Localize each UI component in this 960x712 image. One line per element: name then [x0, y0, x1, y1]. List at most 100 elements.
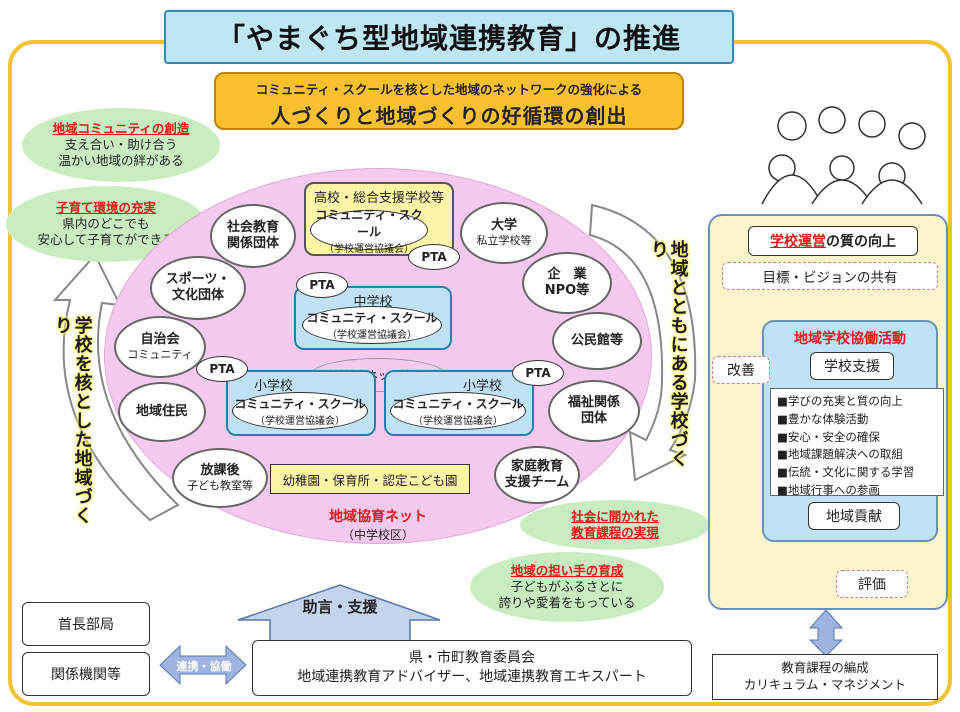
meeting-illustration [754, 98, 930, 206]
oval-line: 支え合い・助け合う [64, 136, 178, 152]
left-arc-text: 学校を核とした地域づくり [51, 316, 93, 525]
circle-residents: 地域住民 [118, 382, 206, 442]
circle-jichikai: 自治会 コミュニティ [114, 316, 206, 378]
circle-line: NPO等 [544, 283, 590, 298]
curriculum-arrow [808, 609, 844, 657]
oval-heading: 子育て環境の充実 [55, 199, 156, 215]
elementary-right-label: 小学校 [462, 379, 502, 394]
oval-line: 誇りや愛着をもっている [498, 595, 636, 611]
mgmt-quality-box: 学校運営 の質の向上 [748, 226, 918, 256]
board-line2: 地域連携教育アドバイザー、地域連携教育エキスパート [297, 669, 647, 685]
oval-line: 子どもがふるさとに [510, 578, 624, 594]
activity-heading: 地域学校協働活動 [794, 331, 906, 347]
right-arc-text: 地域とともにある学校づくり [647, 240, 689, 468]
circle-sports: スポーツ・ 文化団体 [150, 256, 246, 320]
oval-line: 県内のどこでも [62, 215, 150, 231]
council-label: （学校運営協議会） [255, 416, 345, 427]
circle-line: 子ども教室等 [187, 479, 253, 493]
advice-label: 助言・支援 [302, 598, 378, 616]
subtitle-line2: 人づくりと地域づくりの好循環の創出 [270, 104, 628, 128]
circle-afterschool: 放課後 子ども教室等 [172, 448, 268, 508]
circle-line: 放課後 [200, 463, 240, 478]
pta-elem-left: PTA [196, 356, 248, 382]
agencies-box: 関係機関等 [22, 652, 150, 696]
circle-welfare: 福祉関係 団体 [548, 380, 640, 442]
vision-box: 目標・ビジョンの共有 [722, 262, 938, 290]
cooperation-arrow [159, 644, 247, 686]
circle-line: コミュニティ [127, 348, 193, 362]
circle-line: 福祉関係 [567, 394, 620, 410]
community-oval: 地域コミュニティの創造 支え合い・助け合う 温かい地域の絆がある [22, 108, 220, 182]
list-item: ■学びの充実と質の向上 [777, 394, 903, 408]
pta-elem-right: PTA [512, 360, 564, 386]
list-item: ■豊かな体験活動 [777, 411, 869, 426]
circle-line: スポーツ・ [165, 271, 231, 287]
page-title: 「やまぐち型地域連携教育」の推進 [164, 10, 734, 64]
net-name: 地域協育ネット [329, 509, 427, 525]
subtitle-box: コミュニティ・スクールを核とした地域のネットワークの強化による 人づくりと地域づ… [214, 72, 684, 130]
elementary-left-label: 小学校 [254, 379, 294, 394]
circle-line: 企 業 [547, 266, 587, 282]
board-line1: 県・市町教育委員会 [409, 650, 535, 667]
council-label: （学校運営協議会） [324, 243, 414, 255]
cooperation-label: 連携・協働 [176, 660, 232, 673]
circle-line: 自治会 [140, 332, 180, 347]
activity-list: ■学びの充実と質の向上 ■豊かな体験活動 ■安心・安全の確保 ■地域課題解決への… [770, 388, 944, 497]
kindergarten-box: 幼稚園・保育所・認定こども園 [270, 464, 470, 494]
circle-line: 公民館等 [570, 332, 623, 348]
list-item: ■地域行事への参画 [777, 483, 880, 498]
oval-heading: 社会に開かれた [571, 508, 659, 524]
circle-line: 文化団体 [171, 288, 224, 303]
circle-line: 支援チーム [504, 475, 570, 490]
open-curriculum-oval: 社会に開かれた 教育課程の実現 [520, 500, 710, 550]
circle-line: 家庭教育 [510, 458, 563, 474]
curriculum-line2: カリキュラム・マネジメント [743, 677, 907, 692]
pta-middle: PTA [296, 272, 348, 298]
oval-heading: 地域の担い手の育成 [510, 562, 624, 578]
circle-line: 団体 [580, 411, 607, 426]
council-label: （学校運営協議会） [413, 416, 503, 427]
evaluate-box: 評価 [836, 570, 908, 598]
circle-university: 大学 私立学校等 [460, 202, 548, 264]
pta-high: PTA [408, 244, 460, 270]
subtitle-line1: コミュニティ・スクールを核とした地域のネットワークの強化による [255, 82, 643, 97]
mayor-box: 首長部局 [22, 602, 150, 646]
board-box: 県・市町教育委員会 地域連携教育アドバイザー、地域連携教育エキスパート [252, 640, 692, 696]
cs-label: コミュニティ・スクール [234, 397, 366, 411]
oval-line: 安心して子育てができる [37, 232, 175, 248]
mgmt-rest: の質の向上 [826, 234, 896, 250]
circle-line: 私立学校等 [476, 234, 532, 248]
mgmt-red: 学校運営 [770, 234, 826, 250]
circle-line: 大学 [490, 218, 517, 233]
cs-label: コミュニティ・スクール [306, 311, 438, 325]
circle-line: 地域住民 [135, 403, 188, 419]
circle-company: 企 業 NPO等 [522, 252, 612, 314]
curriculum-line1: 教育課程の編成 [781, 660, 869, 676]
high-school-label: 高校・総合支援学校等 [313, 191, 444, 206]
cs-label: コミュニティ・スクール [392, 397, 524, 411]
list-item: ■地域課題解決への取組 [777, 447, 903, 462]
oval-heading: 教育課程の実現 [571, 525, 659, 540]
cs-oval-high: コミュニティ・スクール （学校運営協議会） [310, 208, 428, 255]
circle-line: 社会教育 [226, 219, 279, 235]
oval-line: 温かい地域の絆がある [58, 153, 184, 169]
oval-heading: 地域コミュニティの創造 [52, 120, 190, 136]
circle-line: 関係団体 [226, 236, 279, 251]
curriculum-box: 教育課程の編成 カリキュラム・マネジメント [712, 654, 938, 700]
future-leaders-oval: 地域の担い手の育成 子どもがふるさとに 誇りや愛着をもっている [470, 552, 664, 622]
council-label: （学校運営協議会） [327, 330, 417, 341]
cs-label: コミュニティ・スクール [315, 207, 423, 239]
list-item: ■安心・安全の確保 [777, 429, 880, 444]
cs-oval-elem-right: コミュニティ・スクール （学校運営協議会） [390, 392, 526, 430]
circle-social-education: 社会教育 関係団体 [210, 204, 296, 268]
net-area: （中学校区） [341, 528, 414, 542]
circle-family-support: 家庭教育 支援チーム [494, 446, 580, 504]
cs-oval-middle: コミュニティ・スクール （学校運営協議会） [302, 306, 442, 344]
list-item: ■伝統・文化に関する学習 [777, 465, 915, 480]
improve-box: 改善 [712, 356, 770, 384]
advice-arrow [237, 584, 441, 649]
right-arc-arrow [588, 203, 697, 482]
cs-oval-elem-left: コミュニティ・スクール （学校運営協議会） [232, 392, 368, 430]
support-box: 学校支援 [810, 352, 894, 380]
circle-kominkan: 公民館等 [552, 312, 642, 370]
